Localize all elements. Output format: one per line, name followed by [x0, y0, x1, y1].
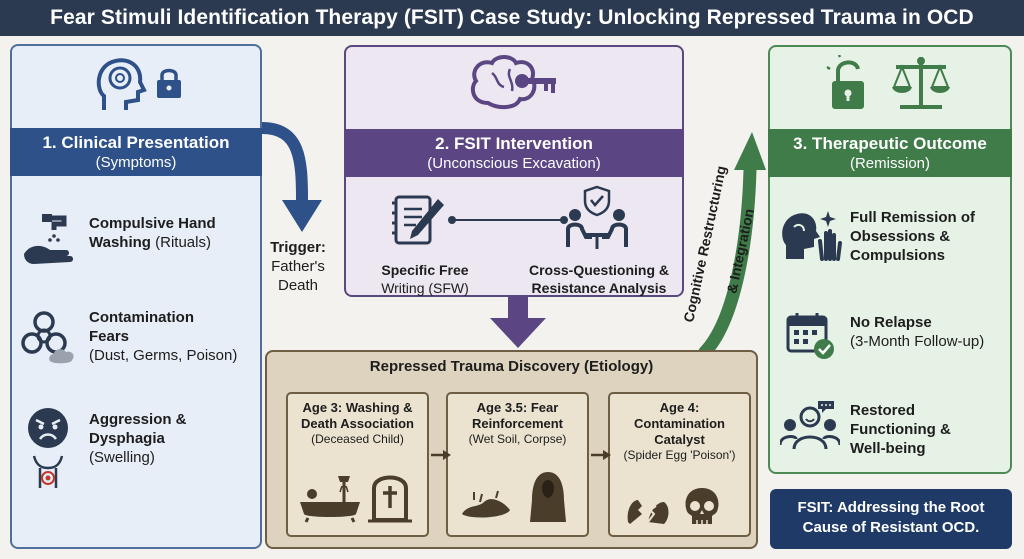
cracked-egg-icon — [627, 500, 669, 524]
outcome-no-relapse-note: (3-Month Follow-up) — [850, 333, 985, 350]
wet-soil-icon — [462, 490, 510, 518]
biohazard-icon — [21, 311, 74, 364]
outcome-header-subtitle: (Remission) — [849, 155, 930, 172]
age4-note: (Spider Egg 'Poison') — [623, 448, 736, 462]
head-brain-icon — [96, 58, 147, 110]
cross-questioning-title: Cross-Questioning & — [528, 262, 669, 278]
outcome-remission-line1: Full Remission of — [850, 209, 976, 226]
unlocked-padlock-icon — [826, 55, 864, 109]
symptom-contamination-title2: Fears — [89, 328, 130, 345]
discovery-title: Repressed Trauma Discovery (Etiology) — [369, 358, 654, 375]
outcome-remission: Full Remission of Obsessions & Compulsio… — [850, 208, 975, 265]
symptom-aggression-note: (Swelling) — [89, 449, 155, 466]
sfw-label: Specific Free Writing (SFW) — [360, 261, 490, 297]
sfw-subtitle: Writing (SFW) — [381, 280, 469, 296]
symptom-hand-washing-note: (Rituals) — [155, 234, 211, 251]
outcome-curve-arrow — [698, 163, 757, 359]
trigger-title: Trigger: — [270, 239, 326, 256]
gravestone-icon — [368, 475, 412, 523]
age35-note: (Wet Soil, Corpse) — [468, 432, 567, 446]
outcome-restored-line1: Restored — [850, 402, 916, 419]
age4-title3: Catalyst — [654, 432, 705, 447]
outcome-restored: Restored Functioning & Well-being — [850, 401, 951, 458]
age3-note: (Deceased Child) — [311, 432, 404, 446]
symptom-aggression-title2: Dysphagia — [89, 430, 165, 447]
intervention-header-title: 2. FSIT Intervention — [435, 134, 593, 153]
hand-washing-icon — [24, 214, 73, 264]
discovery-flow-arrows — [431, 450, 611, 460]
intervention-connector-line — [452, 219, 564, 221]
notebook-pen-icon — [392, 195, 444, 245]
counseling-icon — [566, 185, 628, 249]
discovery-box-age35: Age 3.5: Fear Reinforcement (Wet Soil, C… — [446, 392, 589, 537]
connector-dot-right — [560, 216, 568, 224]
age3-title2: Death Association — [301, 416, 414, 431]
mind-hand-icon — [782, 211, 842, 261]
trigger-line2: Death — [277, 277, 319, 294]
throat-icon — [32, 455, 64, 488]
bathtub-icon — [300, 476, 360, 523]
age35-title2: Reinforcement — [471, 416, 564, 431]
intervention-header: 2. FSIT Intervention (Unconscious Excava… — [344, 129, 684, 177]
happy-people-icon — [780, 401, 840, 450]
skull-icon — [685, 488, 719, 524]
clinical-header-subtitle: (Symptoms) — [95, 154, 177, 171]
symptom-hand-washing-title: Compulsive Hand — [89, 215, 216, 232]
clinical-header-title: 1. Clinical Presentation — [42, 133, 230, 152]
brain-key-icon — [470, 55, 556, 110]
cross-questioning-title2: Resistance Analysis — [531, 280, 667, 296]
outcome-remission-line2: Obsessions & — [850, 228, 951, 245]
page-title: Fear Stimuli Identification Therapy (FSI… — [50, 6, 974, 29]
discovery-box-age3: Age 3: Washing & Death Association (Dece… — [286, 392, 429, 537]
symptom-contamination-title: Contamination — [89, 309, 194, 326]
intervention-down-shaft — [508, 296, 528, 320]
discovery-box-age4: Age 4: Contamination Catalyst (Spider Eg… — [608, 392, 751, 537]
intervention-header-subtitle: (Unconscious Excavation) — [427, 155, 601, 172]
outcome-restored-line3: Well-being — [850, 440, 926, 457]
outcome-panel: 3. Therapeutic Outcome (Remission) Full … — [768, 45, 1012, 474]
calendar-check-icon — [786, 313, 834, 359]
outcome-header-title: 3. Therapeutic Outcome — [793, 134, 987, 153]
outcome-no-relapse-title: No Relapse — [850, 314, 932, 331]
trigger-curve-arrow — [256, 122, 308, 206]
intervention-panel: 2. FSIT Intervention (Unconscious Excava… — [344, 45, 684, 297]
clinical-panel: 1. Clinical Presentation (Symptoms) Comp… — [10, 44, 262, 549]
clinical-header: 1. Clinical Presentation (Symptoms) — [10, 128, 262, 176]
intervention-down-arrowhead — [490, 318, 546, 348]
symptom-contamination-note: (Dust, Germs, Poison) — [89, 347, 238, 364]
summary-line1: FSIT: Addressing the Root — [797, 499, 985, 516]
symptom-aggression: Aggression & Dysphagia (Swelling) — [89, 410, 187, 467]
outcome-restored-line2: Functioning & — [850, 421, 951, 438]
hooded-figure-icon — [530, 472, 566, 522]
outcome-arrowhead — [734, 132, 766, 170]
flow-arrowhead-2 — [603, 450, 611, 460]
trigger-line1: Father's — [271, 258, 325, 275]
summary-banner: FSIT: Addressing the Root Cause of Resis… — [770, 489, 1012, 549]
trigger-label: Trigger: Father's Death — [262, 238, 334, 295]
symptom-hand-washing: Compulsive Hand Washing (Rituals) — [89, 214, 216, 252]
age4-title2: Contamination — [634, 416, 725, 431]
connector-dot-left — [448, 216, 456, 224]
outcome-remission-line3: Compulsions — [850, 247, 946, 264]
trigger-arrowhead — [282, 200, 322, 232]
discovery-panel: Repressed Trauma Discovery (Etiology) Ag… — [265, 350, 758, 549]
symptom-aggression-title: Aggression & — [89, 411, 187, 428]
outcome-no-relapse: No Relapse (3-Month Follow-up) — [850, 313, 984, 351]
symptom-contamination: Contamination Fears (Dust, Germs, Poison… — [89, 308, 237, 365]
age4-title1: Age 4: — [659, 400, 700, 415]
flow-arrowhead-1 — [443, 450, 451, 460]
symptom-hand-washing-title2: Washing — [89, 234, 151, 251]
lock-icon — [157, 68, 181, 98]
balance-scale-icon — [892, 57, 950, 109]
outcome-header: 3. Therapeutic Outcome (Remission) — [768, 129, 1012, 177]
cross-questioning-label: Cross-Questioning & Resistance Analysis — [514, 261, 684, 297]
age3-title1: Age 3: Washing & — [302, 400, 413, 415]
title-bar: Fear Stimuli Identification Therapy (FSI… — [0, 0, 1024, 36]
sfw-title: Specific Free — [381, 262, 469, 278]
angry-face-icon — [28, 408, 68, 448]
summary-line2: Cause of Resistant OCD. — [802, 519, 980, 536]
age35-title1: Age 3.5: Fear — [476, 400, 559, 415]
